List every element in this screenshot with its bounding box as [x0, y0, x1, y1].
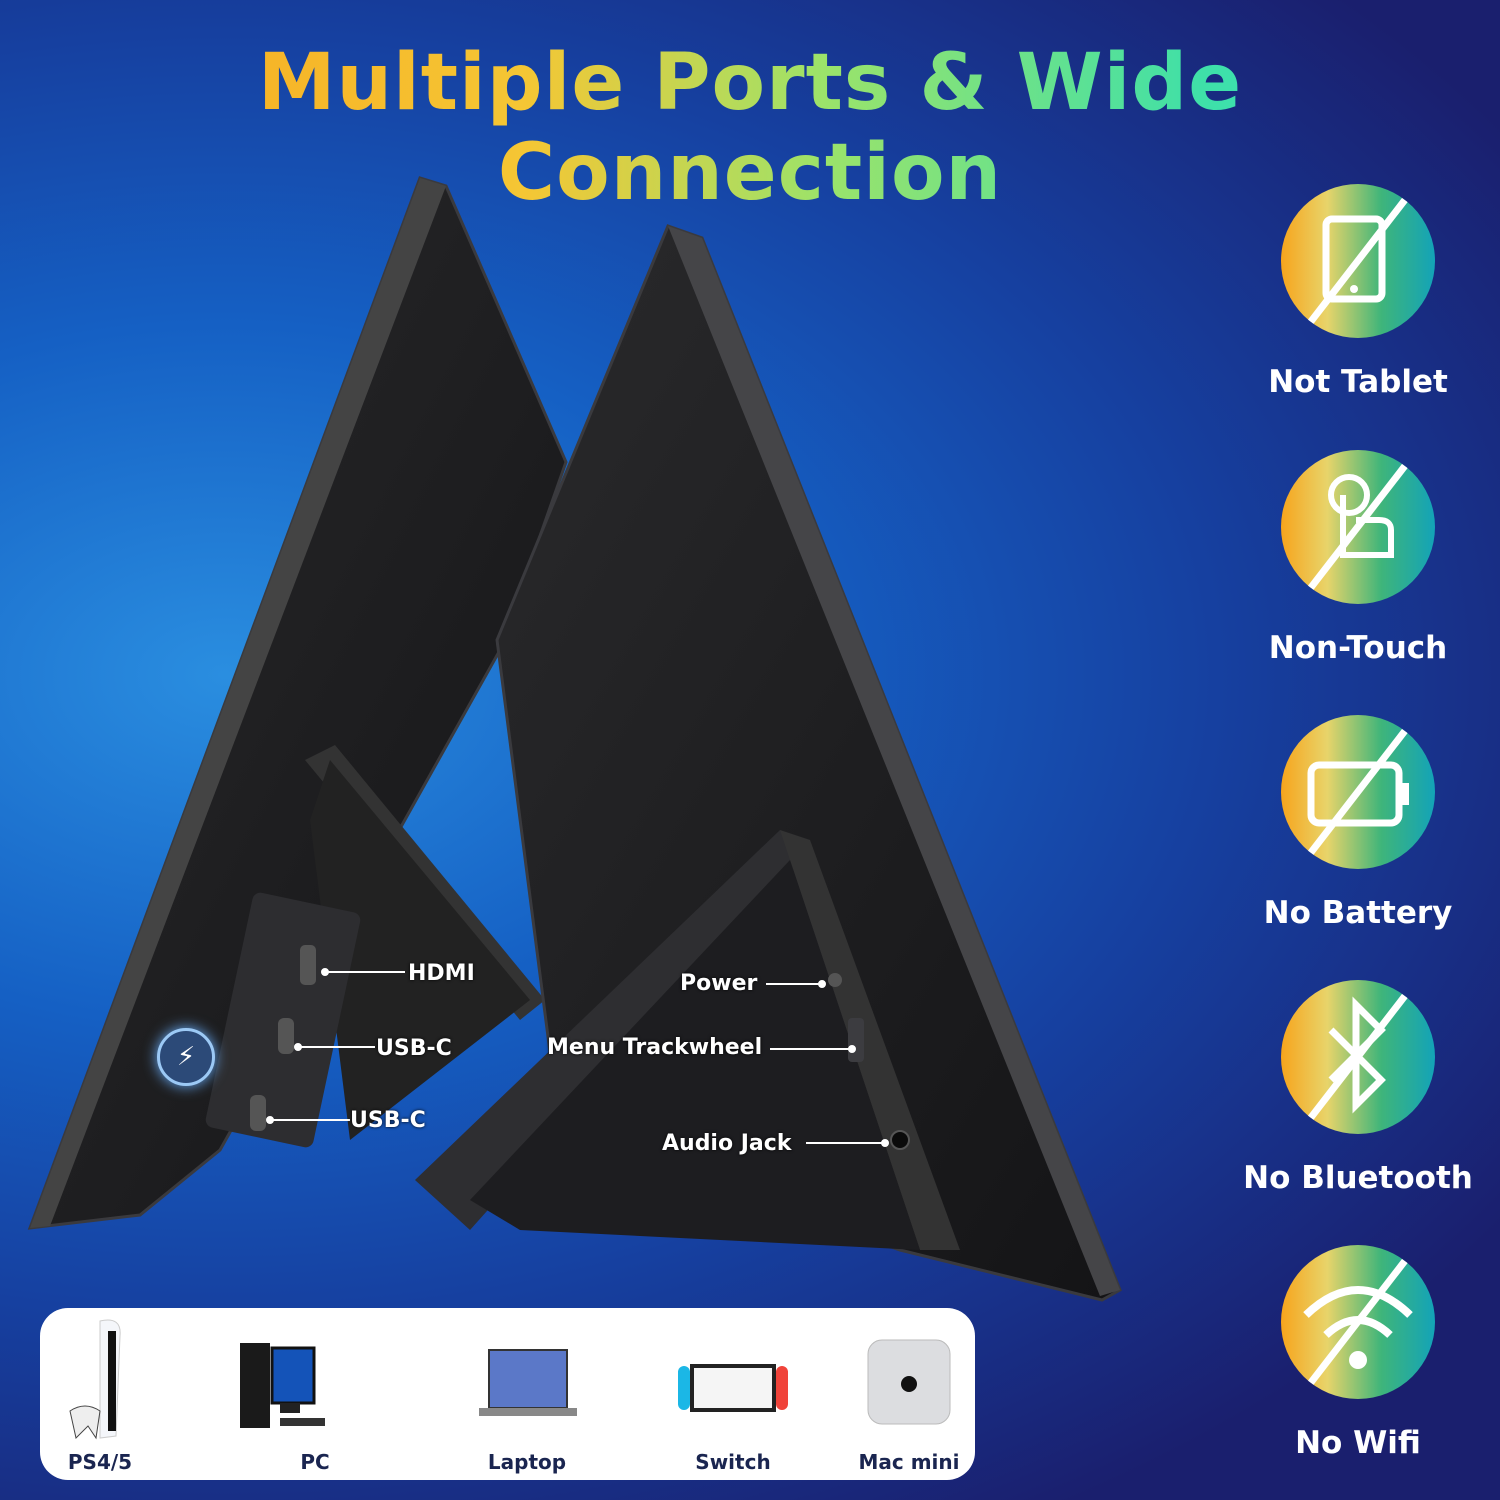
- compatible-devices-panel: PS4/5 PC Laptop Switch Mac mini: [40, 1308, 975, 1480]
- no-bluetooth-icon: [1281, 980, 1435, 1134]
- feature-label: Not Tablet: [1268, 364, 1448, 400]
- port-label-audio-jack: Audio Jack: [662, 1131, 792, 1156]
- pc-icon: [240, 1343, 325, 1428]
- feature-no-wifi: No Wifi: [1240, 1245, 1476, 1461]
- device-mac-mini: Mac mini: [824, 1308, 994, 1480]
- switch-icon: [678, 1364, 788, 1412]
- charging-icon: ⚡: [157, 1028, 215, 1086]
- laptop-icon: [479, 1349, 577, 1416]
- device-ps5: PS4/5: [15, 1308, 185, 1480]
- port-label-usbc-1: USB-C: [376, 1036, 452, 1061]
- port-label-menu-trackwheel: Menu Trackwheel: [547, 1035, 763, 1060]
- no-tablet-icon: [1281, 184, 1435, 338]
- no-touch-icon: [1281, 450, 1435, 604]
- device-laptop: Laptop: [442, 1308, 612, 1480]
- mac-mini-icon: [867, 1339, 951, 1425]
- feature-label: No Wifi: [1295, 1425, 1421, 1461]
- port-label-hdmi: HDMI: [408, 961, 475, 986]
- feature-not-tablet: Not Tablet: [1240, 184, 1476, 400]
- device-pc: PC: [230, 1308, 400, 1480]
- feature-no-battery: No Battery: [1240, 715, 1476, 931]
- right-kickstand: [415, 830, 810, 1230]
- headline: Multiple Ports & Wide Connection: [0, 38, 1500, 218]
- port-label-power: Power: [680, 971, 758, 996]
- device-switch: Switch: [648, 1308, 818, 1480]
- feature-non-touch: Non-Touch: [1240, 450, 1476, 666]
- feature-no-bluetooth: No Bluetooth: [1240, 980, 1476, 1196]
- feature-label: Non-Touch: [1268, 630, 1448, 666]
- port-label-usbc-2: USB-C: [350, 1108, 426, 1133]
- feature-label: No Battery: [1263, 895, 1453, 931]
- feature-label: No Bluetooth: [1243, 1160, 1473, 1196]
- no-wifi-icon: [1281, 1245, 1435, 1399]
- playstation-icon: [69, 1319, 121, 1440]
- no-battery-icon: [1281, 715, 1435, 869]
